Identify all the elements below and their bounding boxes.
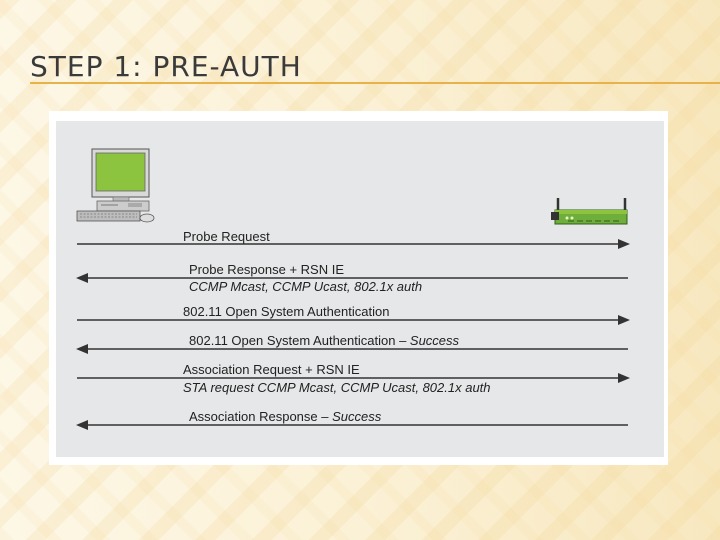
arrow-association-request [77, 373, 630, 383]
message-label-probe-response: Probe Response + RSN IE [189, 262, 344, 277]
arrow-probe-request [77, 239, 630, 249]
arrow-association-response [76, 420, 628, 430]
arrow-probe-response [76, 273, 628, 283]
message-label-association-response: Association Response – Success [189, 409, 382, 424]
desktop-computer-icon [76, 148, 155, 223]
arrow-open-system-auth [77, 315, 630, 325]
message-label-open-system-auth-success: 802.11 Open System Authentication – Succ… [189, 333, 460, 348]
arrow-open-system-auth-success [76, 344, 628, 354]
message-label-probe-request: Probe Request [183, 229, 270, 244]
diagram-panel-inner [56, 121, 664, 457]
message-label-open-system-auth: 802.11 Open System Authentication [183, 304, 390, 319]
message-sublabel-association-request: STA request CCMP Mcast, CCMP Ucast, 802.… [183, 380, 491, 395]
wireless-router-icon [551, 198, 628, 225]
slide-title: STEP 1: PRE-AUTH [30, 50, 302, 83]
title-underline [30, 82, 720, 84]
message-sublabel-probe-response: CCMP Mcast, CCMP Ucast, 802.1x auth [189, 279, 423, 294]
message-label-association-request: Association Request + RSN IE [183, 362, 360, 377]
